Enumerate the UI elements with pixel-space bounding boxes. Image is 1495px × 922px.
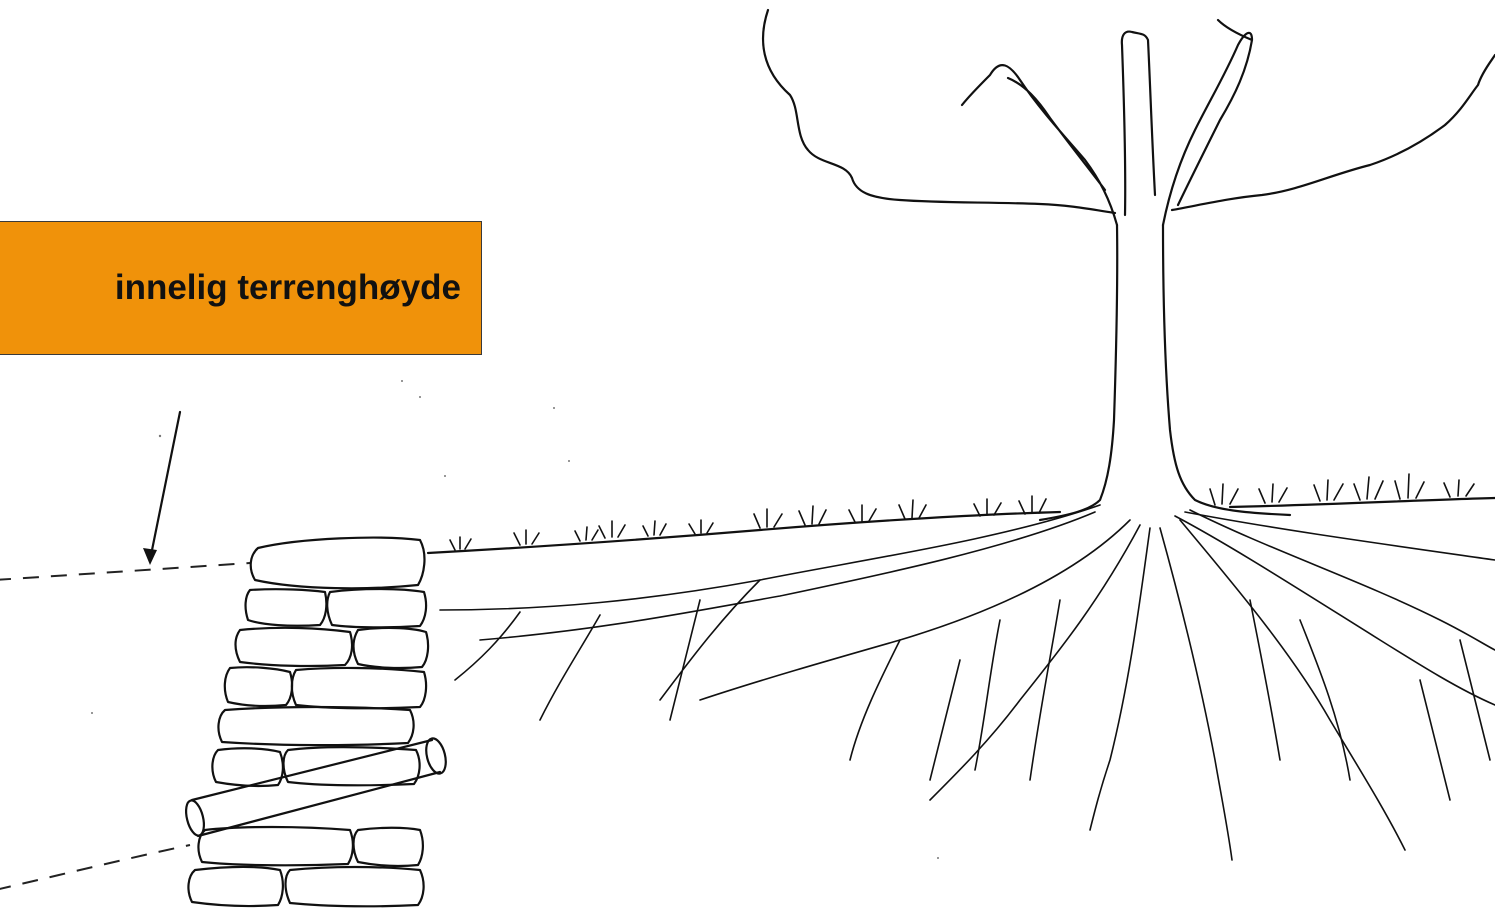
tree-branch-middle bbox=[1122, 32, 1155, 215]
tree-trunk-right bbox=[1163, 225, 1290, 515]
tree-trunk-left bbox=[1040, 225, 1117, 520]
original-terrain-line bbox=[0, 563, 250, 580]
grass-tufts bbox=[450, 474, 1474, 550]
tree-roots bbox=[440, 505, 1495, 860]
ground-line bbox=[428, 498, 1495, 553]
tree-branch-right bbox=[1163, 20, 1252, 225]
tree-crown-outline bbox=[763, 10, 1495, 213]
drainage-pipe bbox=[183, 736, 449, 837]
pointer-arrow-line bbox=[150, 412, 180, 560]
terrain-height-label-text: innelig terrenghøyde bbox=[115, 268, 461, 308]
tree-branch-left bbox=[962, 65, 1117, 225]
terrain-height-label: innelig terrenghøyde bbox=[0, 221, 482, 355]
arrowhead bbox=[143, 548, 157, 565]
original-terrain-line-lower bbox=[0, 845, 190, 890]
stone-wall bbox=[188, 538, 428, 907]
